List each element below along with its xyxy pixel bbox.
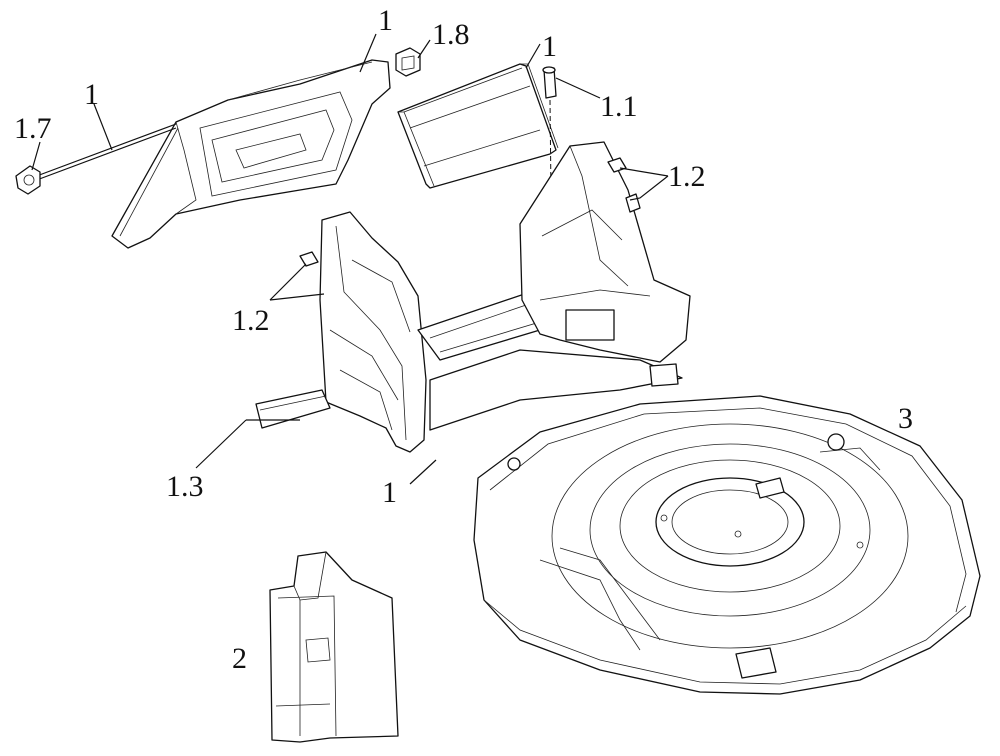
label-deck: 3 [898,402,913,435]
label-nut: 1.8 [432,18,470,51]
leader-clip-left-b [269,293,325,301]
leader-rod-end [31,141,41,171]
handle-lid-part [111,59,391,249]
leader-screw [555,77,601,99]
leader-handle [359,33,377,73]
rear-strip-part [255,389,331,429]
housing-frame-part [255,141,691,453]
nut-part [395,47,421,77]
leader-strip [195,419,247,469]
label-cover: 1 [542,30,557,63]
leader-cover [525,43,541,69]
grass-flap-part [269,551,399,743]
rod-part [15,123,177,195]
leader-nut [417,39,431,59]
label-handle: 1 [378,4,393,37]
leader-clip-right-a [629,175,669,201]
leader-lines [31,33,669,485]
label-screw: 1.1 [600,90,638,123]
label-clip-left: 1.2 [232,304,270,337]
leader-rod [93,103,113,151]
label-rear-strip: 1.3 [166,470,204,503]
label-clip-right: 1.2 [668,160,706,193]
mower-deck-part [473,395,981,695]
rod-end-fitting [15,165,41,195]
cover-plate-part [397,63,559,189]
label-rod: 1 [84,78,99,111]
label-housing: 1 [382,476,397,509]
leader-housing [409,459,437,485]
label-grass-flap: 2 [232,642,247,675]
callout-labels: 1 1.8 1 1.1 1 1.7 1.2 1.2 1.3 1 2 3 [14,4,913,675]
leader-clip-left-a [269,263,307,301]
leader-clip-right-b [619,167,669,177]
label-rod-end: 1.7 [14,112,52,145]
